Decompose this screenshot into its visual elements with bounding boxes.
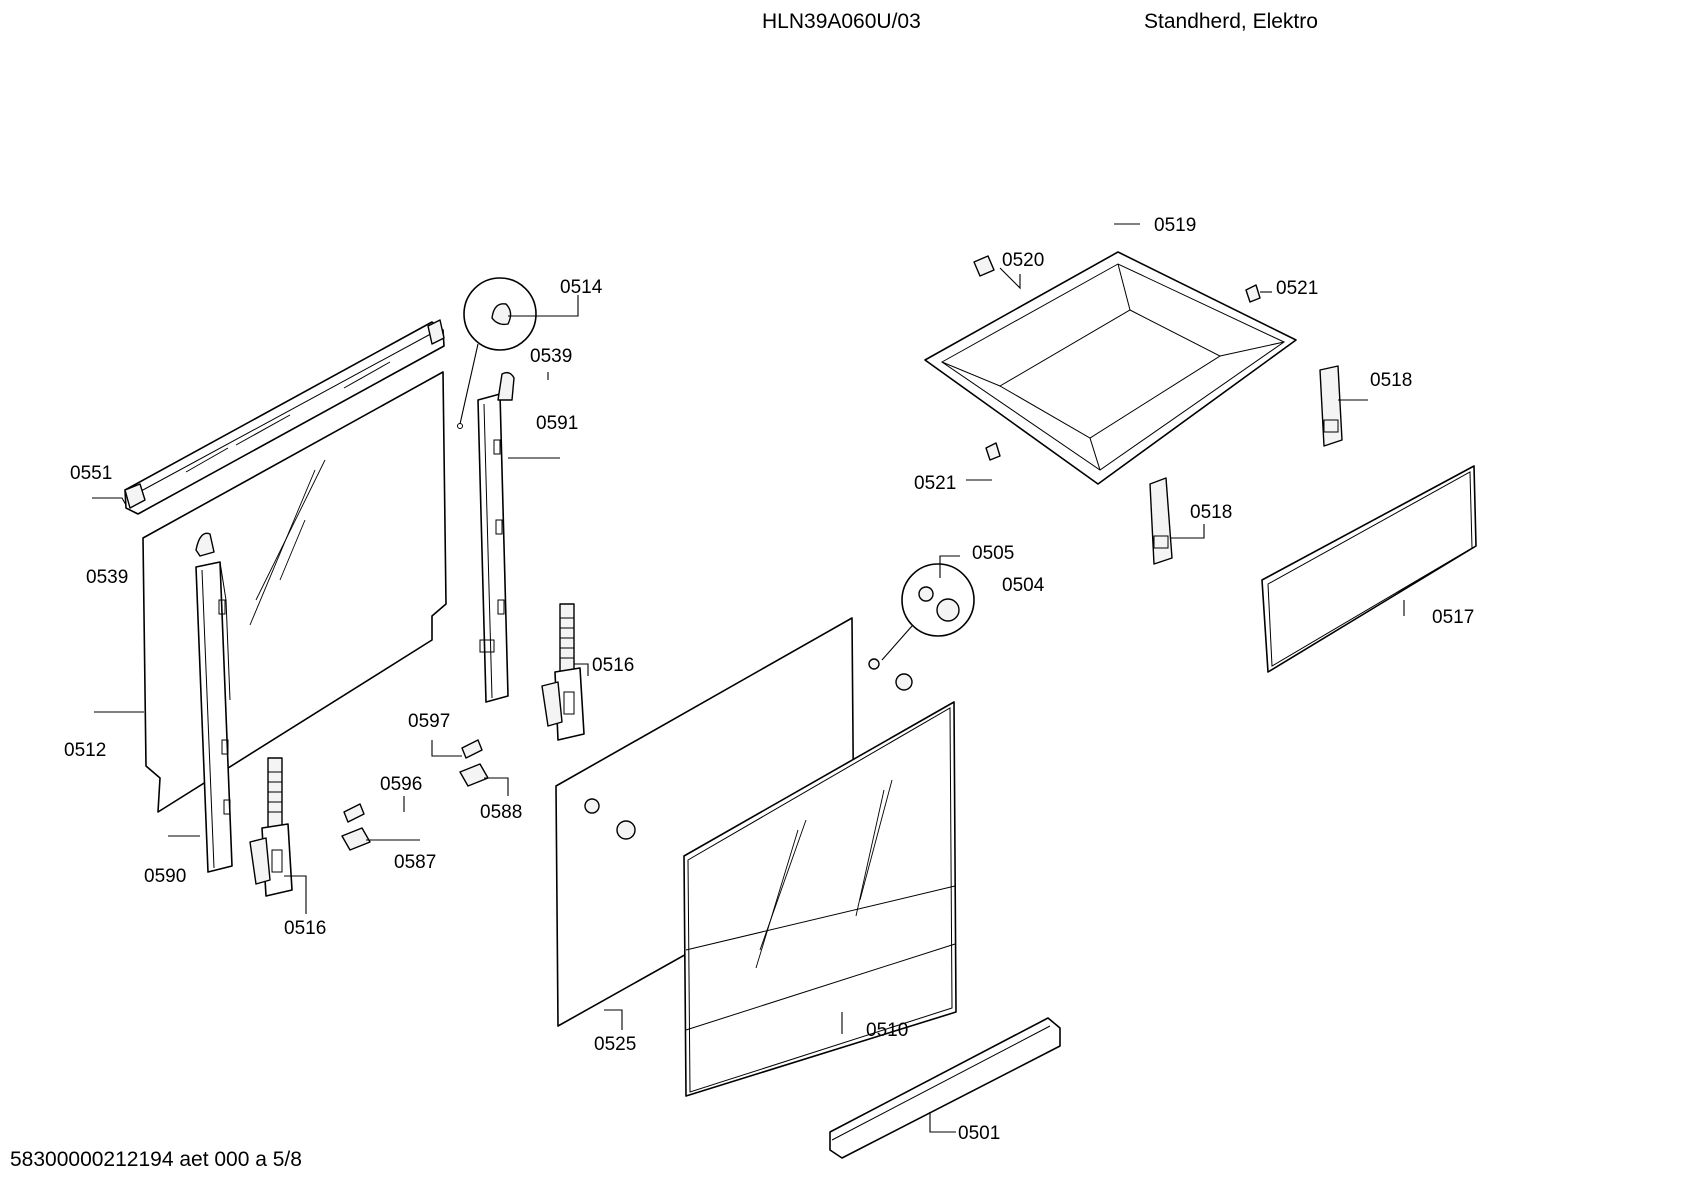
part-0596-bracket [343, 803, 365, 823]
callout-0516-left: 0516 [284, 918, 326, 939]
model-number: HLN39A060U/03 [762, 10, 921, 33]
part-0521-foot-bottom [985, 442, 1001, 461]
callout-0519: 0519 [1154, 215, 1196, 236]
callout-0525: 0525 [594, 1034, 636, 1055]
part-0587-bracket [341, 827, 371, 851]
part-0516-right-hinge [541, 603, 585, 741]
callout-0590: 0590 [144, 866, 186, 887]
part-0519-baking-tray [924, 251, 1297, 485]
callout-0520: 0520 [1002, 250, 1044, 271]
callout-0516-right: 0516 [592, 655, 634, 676]
callout-0597: 0597 [408, 711, 450, 732]
appliance-type: Standherd, Elektro [1144, 10, 1318, 33]
part-0597-bracket [461, 739, 483, 759]
part-0588-bracket [459, 763, 489, 787]
part-0512-rear-panel [142, 371, 447, 813]
part-0518-latch-top [1319, 365, 1343, 447]
callout-0514: 0514 [560, 277, 603, 298]
callout-0588: 0588 [480, 802, 522, 823]
part-0521-foot-top [1245, 284, 1261, 303]
part-0539-clip-right [497, 371, 515, 401]
callout-0505: 0505 [972, 543, 1014, 564]
part-0501-handle [829, 1017, 1061, 1159]
callout-0596: 0596 [380, 774, 422, 795]
callout-0539-left: 0539 [86, 567, 128, 588]
callout-0587: 0587 [394, 852, 436, 873]
part-0591-right-rail [477, 393, 509, 703]
callout-0510: 0510 [866, 1020, 908, 1041]
document-code: 58300000212194 aet 000 a 5/8 [10, 1148, 302, 1171]
callout-0501: 0501 [958, 1123, 1000, 1144]
callout-0539-top: 0539 [530, 346, 572, 367]
callout-0551: 0551 [70, 463, 112, 484]
leader-lines [92, 223, 1405, 1133]
callout-0512: 0512 [64, 740, 106, 761]
part-0517-glass-pane [1261, 465, 1477, 673]
part-0514-detail-circle [457, 277, 537, 429]
part-0551-top-trim [124, 319, 445, 515]
callout-0521-bottom: 0521 [914, 473, 956, 494]
callout-0518-bottom: 0518 [1190, 502, 1232, 523]
callout-0517: 0517 [1432, 607, 1474, 628]
callout-labels: 0519 0520 0521 0514 0539 0518 0591 0551 … [64, 215, 1474, 1144]
part-0510-outer-door [683, 701, 957, 1097]
part-0516-left-hinge [249, 757, 293, 897]
part-0504-0505-detail-circle [868, 563, 975, 691]
callout-0504: 0504 [1002, 575, 1045, 596]
part-0590-left-rail [195, 561, 233, 873]
part-0520-clip [973, 255, 995, 277]
callout-0521-top: 0521 [1276, 278, 1318, 299]
callout-0591: 0591 [536, 413, 578, 434]
part-0518-latch-bottom [1149, 477, 1173, 565]
part-0539-clip-left [195, 532, 215, 557]
callout-0518-top: 0518 [1370, 370, 1412, 391]
